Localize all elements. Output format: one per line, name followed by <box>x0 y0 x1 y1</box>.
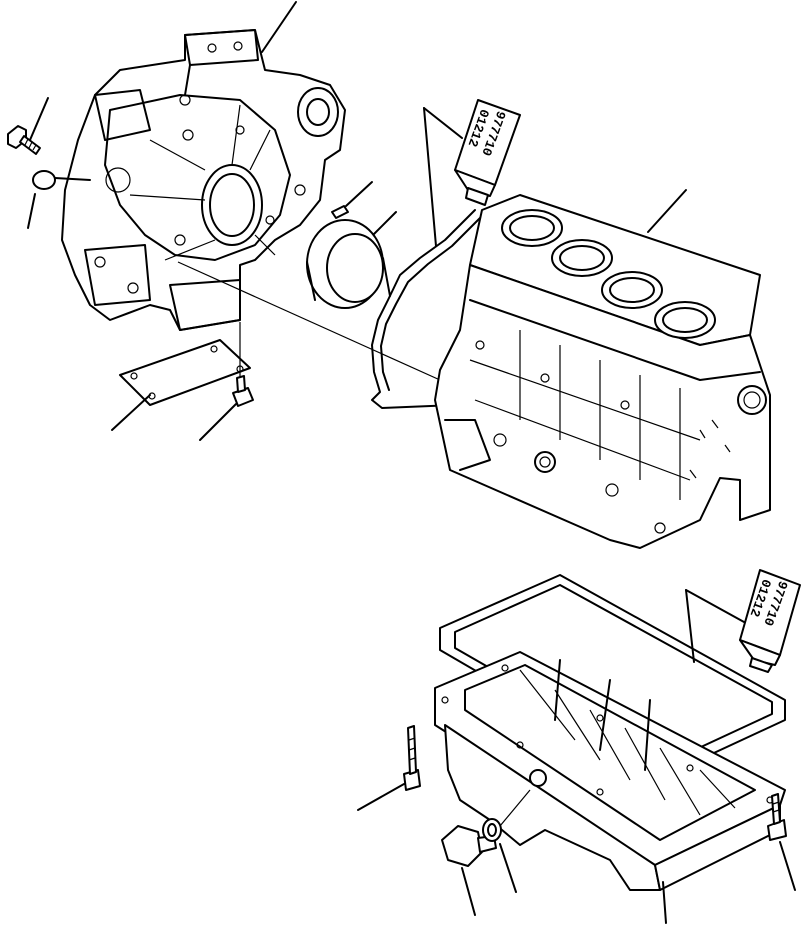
sealant-tube-lower: 977710 01212 <box>685 569 801 673</box>
drain-plug <box>441 825 497 916</box>
oil-pan-bolt-right <box>767 793 796 891</box>
housing-bolt <box>7 97 49 155</box>
dowel-pin <box>331 181 373 219</box>
drain-washer <box>482 789 531 893</box>
rear-plate-gasket <box>371 209 483 409</box>
oil-pan <box>434 651 786 924</box>
cover-plate <box>111 339 251 431</box>
oil-pan-bolt-left <box>357 725 421 811</box>
cylinder-block <box>434 189 771 549</box>
flywheel-housing <box>61 29 346 331</box>
oil-pan-gasket <box>439 574 786 779</box>
housing-plug <box>27 170 91 229</box>
rear-oil-seal <box>306 211 397 309</box>
cover-bolt <box>199 322 254 441</box>
